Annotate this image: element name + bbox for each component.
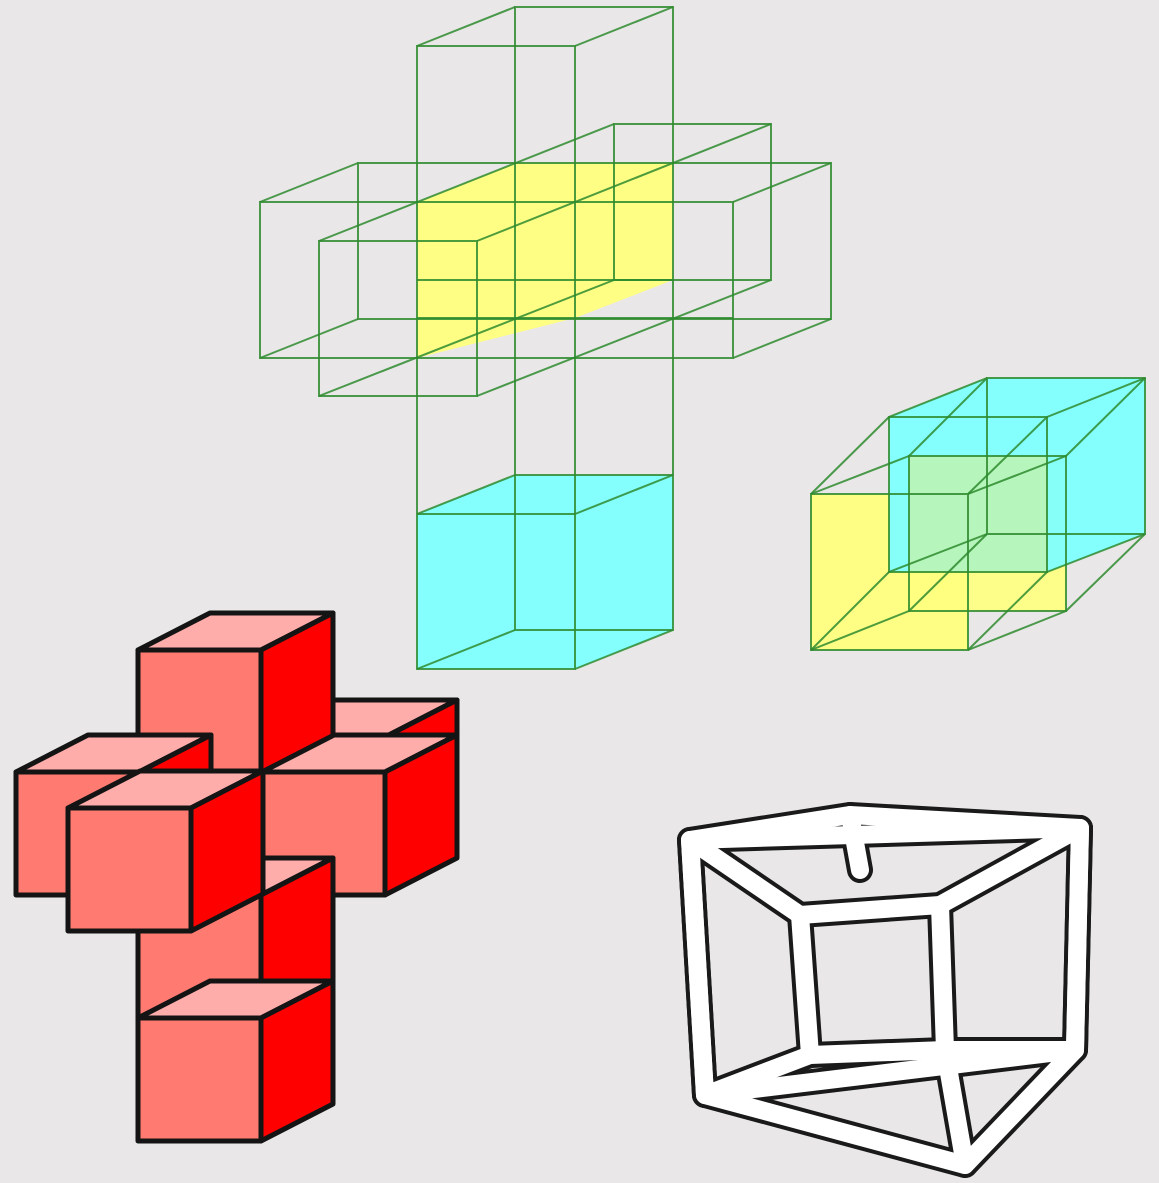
tube: [800, 905, 945, 1055]
tube: [800, 905, 945, 1055]
sketch-tubes: [690, 815, 1080, 1165]
